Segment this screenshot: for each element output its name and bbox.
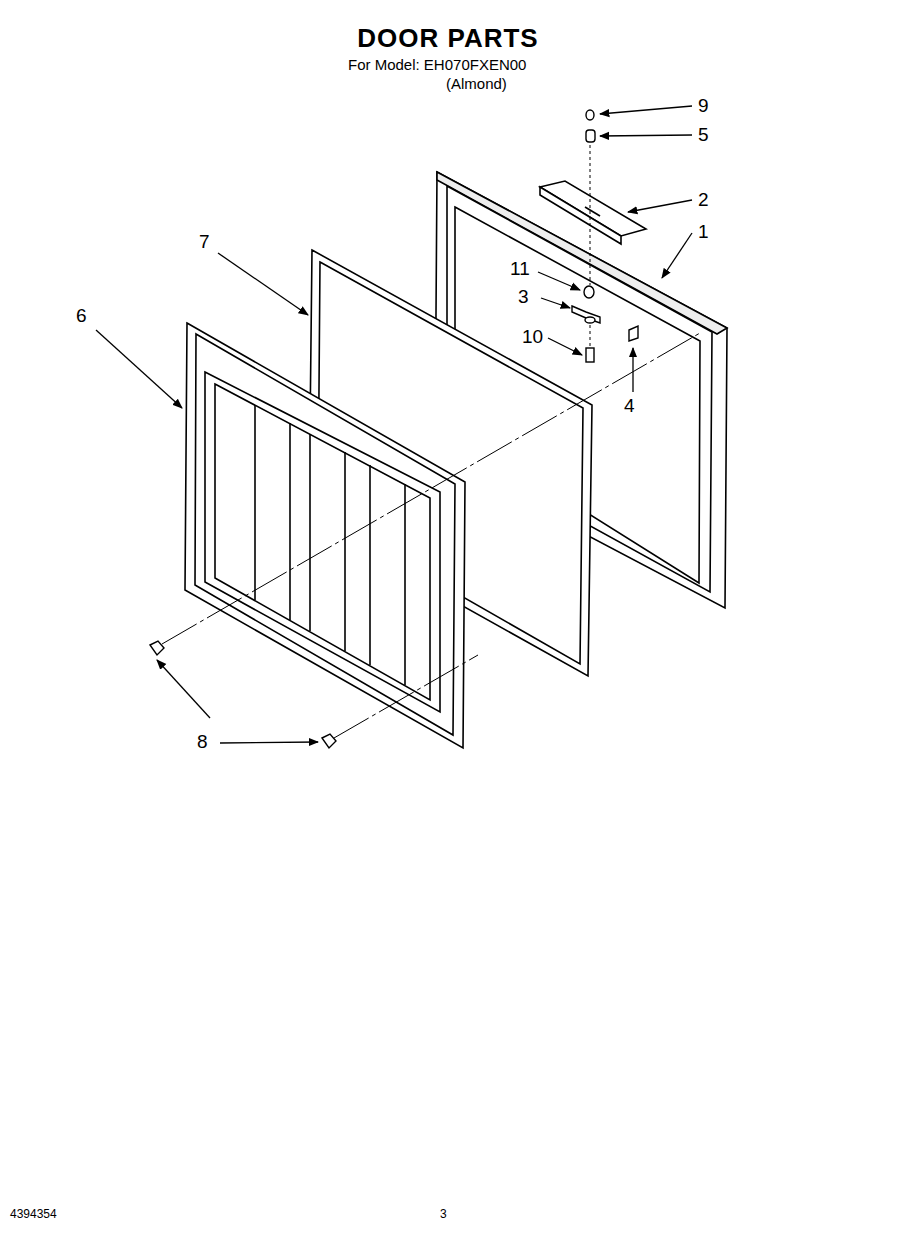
hinge-pin xyxy=(629,326,638,341)
callout-number: 3 xyxy=(518,287,529,308)
callout-number: 6 xyxy=(76,306,87,327)
callout-number: 4 xyxy=(624,396,635,417)
plug xyxy=(150,641,164,655)
screw-cap xyxy=(586,110,594,120)
callout-number: 11 xyxy=(510,259,530,280)
callout-number: 10 xyxy=(522,327,543,348)
callout-number: 5 xyxy=(698,125,709,146)
callout-number: 9 xyxy=(698,96,709,117)
page-number: 3 xyxy=(440,1208,447,1221)
bushing xyxy=(586,130,595,142)
callout-number: 8 xyxy=(197,732,208,753)
hinge-screw xyxy=(586,348,594,362)
document-number: 4394354 xyxy=(10,1208,57,1221)
door-liner xyxy=(185,323,465,748)
callout-number: 1 xyxy=(698,222,709,243)
callout-number: 2 xyxy=(698,190,709,211)
callout-number: 7 xyxy=(199,232,210,253)
color-note: (Almond) xyxy=(446,76,507,93)
hinge-bracket xyxy=(572,306,600,323)
page-title: DOOR PARTS xyxy=(357,24,538,53)
model-line: For Model: EH070FXEN00 xyxy=(348,57,526,74)
